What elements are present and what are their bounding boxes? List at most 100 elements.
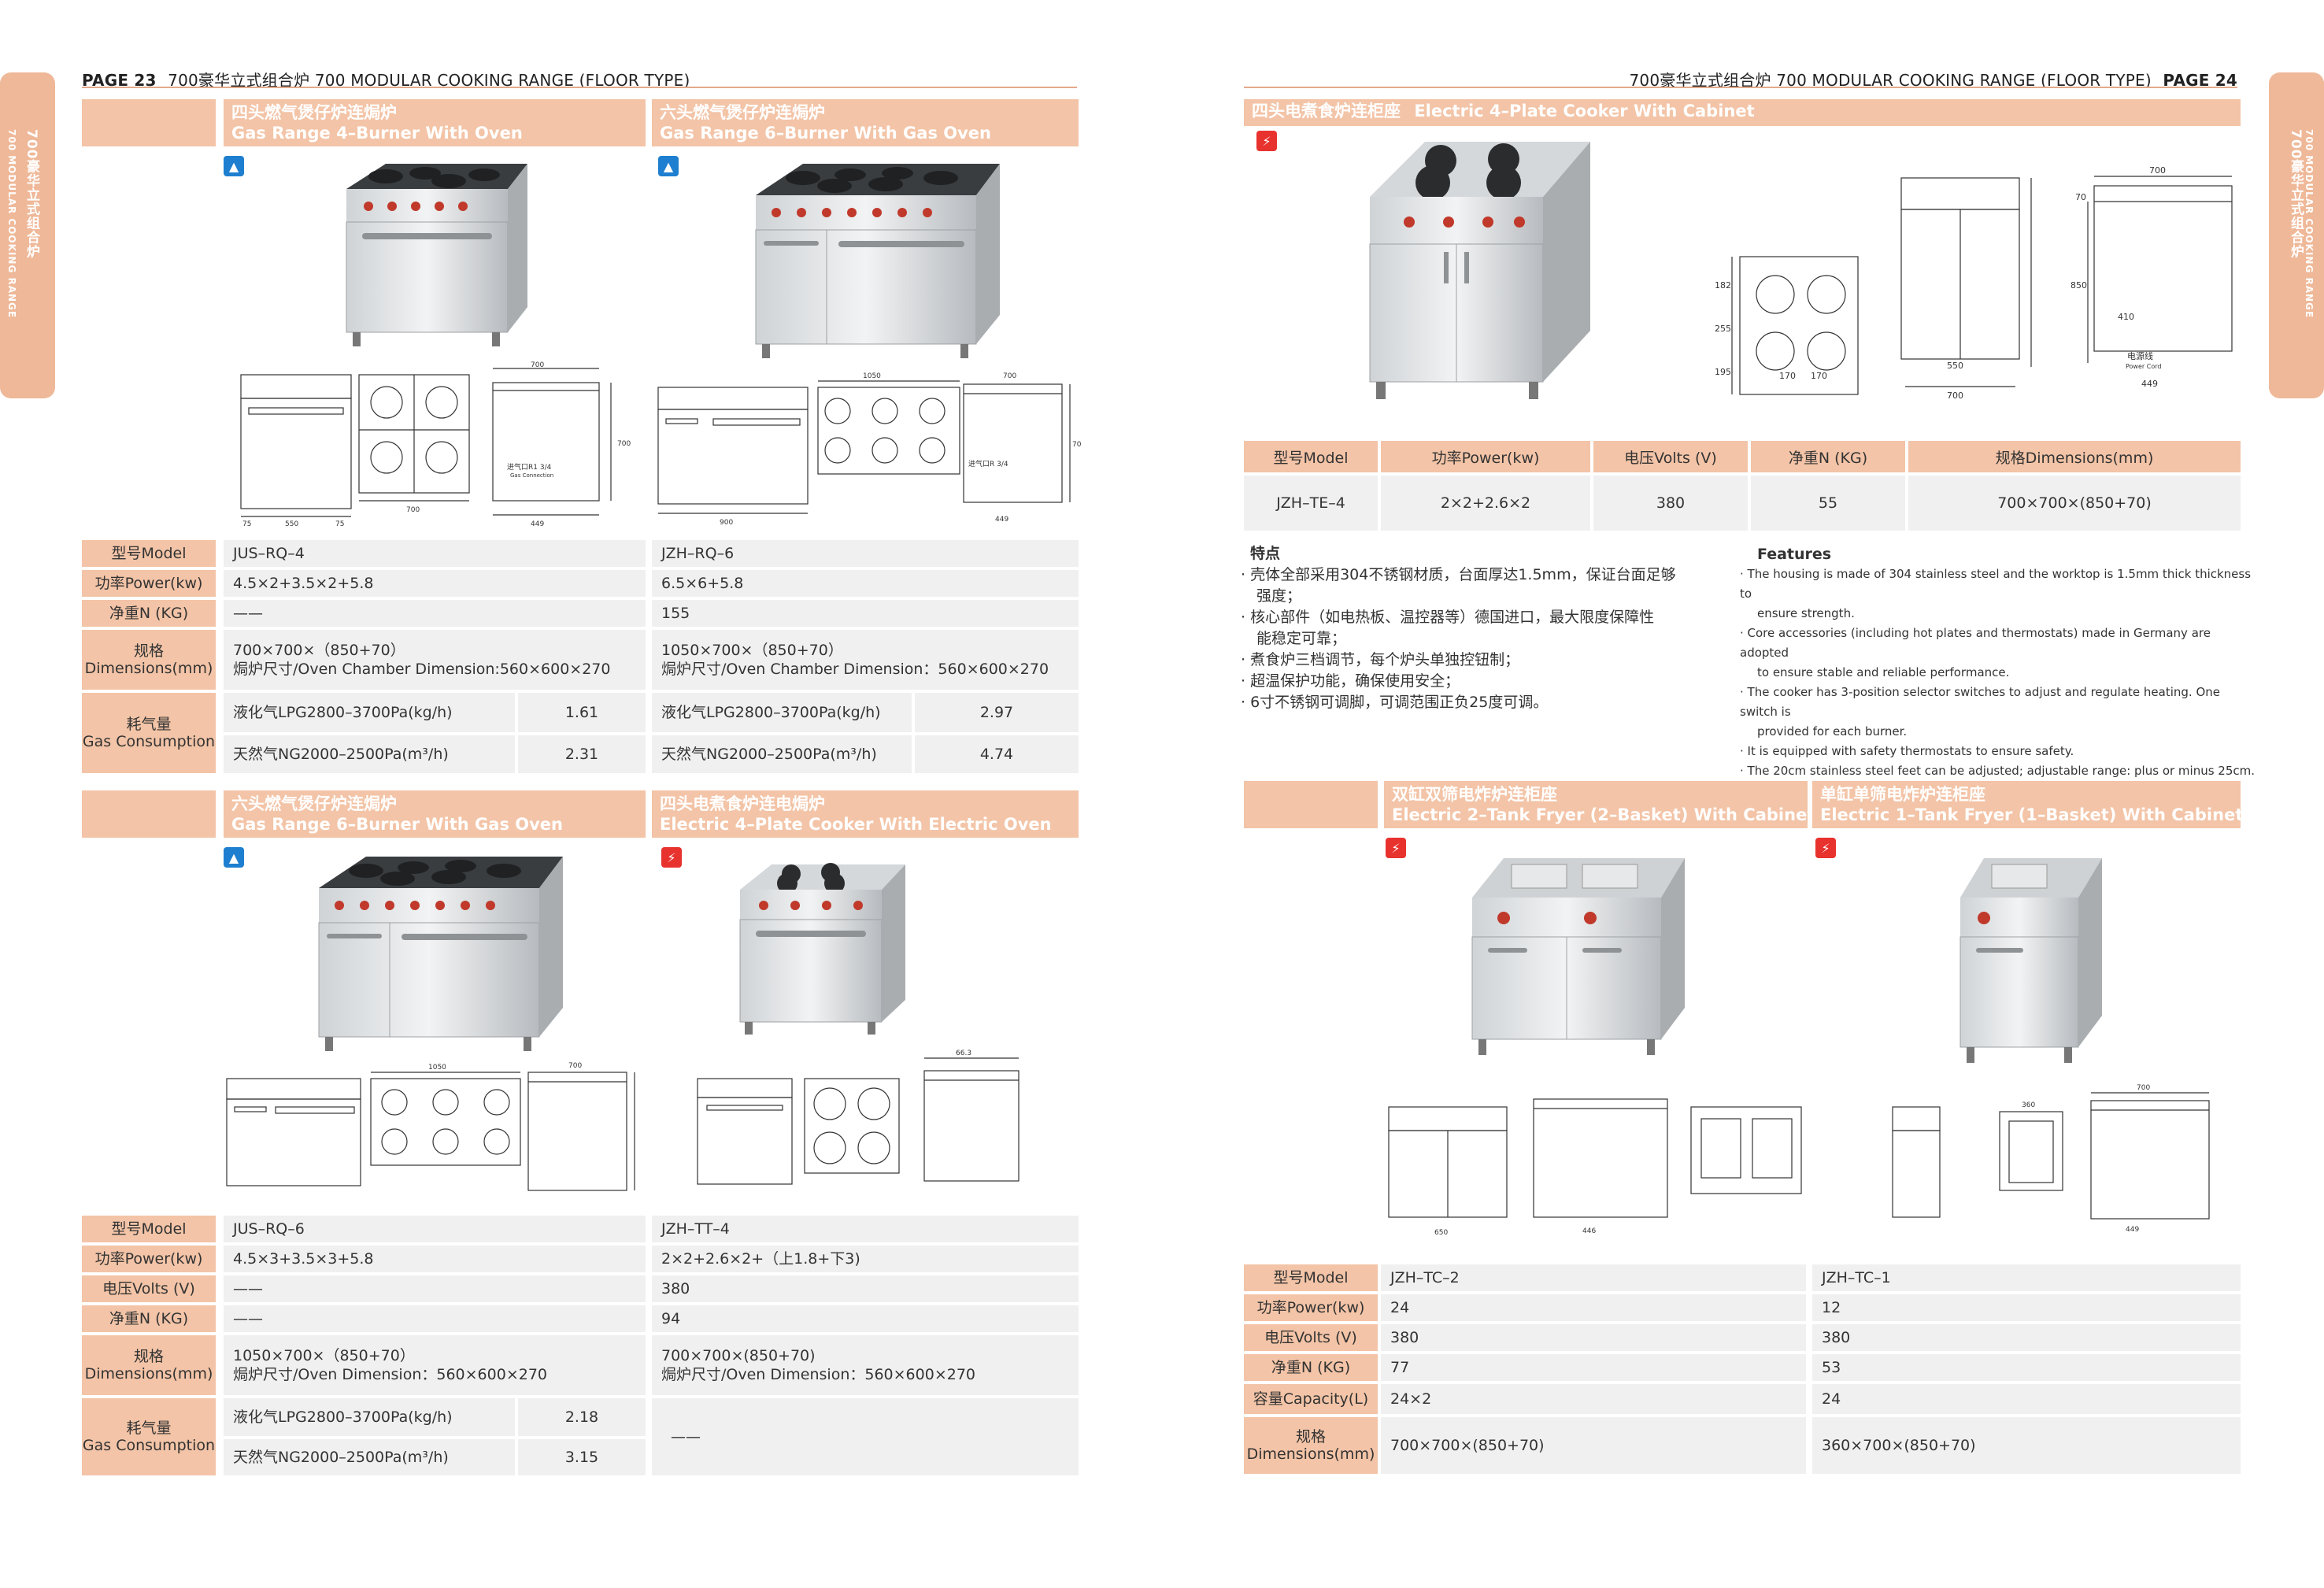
section4-blank-bar xyxy=(1244,781,1378,828)
gas-flame-icon: ▲ xyxy=(658,156,679,176)
d1-dim-w: 700 xyxy=(531,361,544,369)
t3-head-dimensions: 规格Dimensions(mm) xyxy=(1908,441,2241,472)
left-side-tab-en: 700 MODULAR COOKING RANGE xyxy=(6,129,17,319)
product6-title-bar: 双缸双筛电炸炉连柜座 Electric 2–Tank Fryer (2–Bask… xyxy=(1384,781,1815,828)
electric-bolt-icon: ⚡ xyxy=(661,847,682,868)
t3-model: JZH–TE–4 xyxy=(1244,476,1378,531)
d3-dim-w: 1050 xyxy=(428,1064,446,1072)
left-header-rule xyxy=(82,87,1077,88)
t1a-lpg: 液化气LPG2800–3700Pa(kg/h) xyxy=(224,693,515,732)
d7-dim-w: 360 xyxy=(2022,1101,2035,1109)
product7-technical-drawing: 360 700 449 xyxy=(1892,1084,2210,1234)
t3-head-volts: 电压Volts (V) xyxy=(1593,441,1748,472)
t1b-weight: 155 xyxy=(652,600,1079,627)
right-side-tab-cn: 700豪华立式组合炉 xyxy=(2288,129,2304,259)
product5-technical-drawing: 700 182 255 195 170 170 550 700 70 850 4… xyxy=(1715,165,2233,401)
product7-title-bar: 单缸单筛电炸炉连柜座 Electric 1–Tank Fryer (1–Bask… xyxy=(1812,781,2243,828)
t2a-ng: 天然气NG2000–2500Pa(m³/h) xyxy=(224,1439,515,1475)
t2a-volts: —— xyxy=(224,1275,646,1302)
t3-dimensions: 700×700×(850+70) xyxy=(1908,476,2241,531)
t2b-model: JZH–TT–4 xyxy=(652,1216,1079,1242)
t3-head-weight: 净重N (KG) xyxy=(1751,441,1905,472)
d4-dim-w: 66.3 xyxy=(956,1049,971,1057)
t4a-volts: 380 xyxy=(1381,1324,1806,1351)
electric-2-tank-fryer-image xyxy=(1471,858,1685,1055)
feature-en-line: ensure strength. xyxy=(1757,606,1855,620)
product4-title-en: Electric 4–Plate Cooker With Electric Ov… xyxy=(660,815,1052,834)
t4-label-capacity: 容量Capacity(L) xyxy=(1244,1384,1378,1414)
d5-dim-t: 70 xyxy=(2075,192,2086,202)
t1-label-power: 功率Power(kw) xyxy=(82,570,216,597)
gas-range-6-burner-image-2 xyxy=(318,857,563,1051)
d2-dim-h: 700 xyxy=(1072,441,1082,449)
product2-title-cn: 六头燃气煲仔炉连焗炉 xyxy=(660,103,825,122)
t4-label-power: 功率Power(kw) xyxy=(1244,1294,1378,1321)
product1-technical-drawing: 700 700 75 550 75 700 449 进气口R1 3/4 Gas … xyxy=(240,361,631,528)
feature-en-line: · Core accessories (including hot plates… xyxy=(1740,626,2211,660)
t3-head-model: 型号Model xyxy=(1244,441,1378,472)
t1a-ng-value: 2.31 xyxy=(518,735,646,773)
d5-dim-h: 850 xyxy=(2071,280,2087,291)
feature-en-line: to ensure stable and reliable performanc… xyxy=(1757,665,2010,679)
t4a-weight: 77 xyxy=(1381,1354,1806,1381)
d6-dim-d: 446 xyxy=(1582,1227,1596,1235)
t4b-volts: 380 xyxy=(1812,1324,2241,1351)
electric-bolt-icon: ⚡ xyxy=(1815,838,1836,858)
electric-4-plate-oven-image xyxy=(739,863,905,1035)
t4-label-model: 型号Model xyxy=(1244,1264,1378,1291)
section1-blank-bar xyxy=(82,99,216,146)
feature-cn-line: · 壳体全部采用304不锈钢材质，台面厚达1.5mm，保证台面足够 xyxy=(1241,566,1676,583)
t2b-dimensions: 700×700×(850+70)焗炉尺寸/Oven Dimension：560×… xyxy=(652,1335,1079,1395)
t2a-power: 4.5×3+3.5×3+5.8 xyxy=(224,1246,646,1272)
d5-dim-s: 410 xyxy=(2118,312,2134,322)
t1a-dimensions: 700×700×（850+70）焗炉尺寸/Oven Chamber Dimens… xyxy=(224,630,646,690)
section2-blank-bar xyxy=(82,790,216,838)
features-cn: 特点 · 壳体全部采用304不锈钢材质，台面厚达1.5mm，保证台面足够 强度；… xyxy=(1241,543,1713,713)
t4b-weight: 53 xyxy=(1812,1354,2241,1381)
d5-dim-w: 700 xyxy=(2149,165,2166,176)
product1-title-en: Gas Range 4–Burner With Oven xyxy=(231,124,523,143)
t2-label-power: 功率Power(kw) xyxy=(82,1246,216,1272)
t1b-lpg: 液化气LPG2800–3700Pa(kg/h) xyxy=(652,693,912,732)
right-side-tab: 700豪华立式组合炉 700 MODULAR COOKING RANGE xyxy=(2269,72,2324,398)
product6-title-cn: 双缸双筛电炸炉连柜座 xyxy=(1392,785,1557,804)
t2a-lpg: 液化气LPG2800–3700Pa(kg/h) xyxy=(224,1398,515,1436)
d1-dim-b3: 75 xyxy=(335,520,344,528)
t4a-capacity: 24×2 xyxy=(1381,1384,1806,1414)
electric-bolt-icon: ⚡ xyxy=(1256,131,1277,151)
left-side-tab-cn: 700豪华立式组合炉 xyxy=(24,129,39,259)
product5-title-en: Electric 4–Plate Cooker With Cabinet xyxy=(1414,102,1755,120)
feature-cn-line: · 煮食炉三档调节，每个炉头单独控钮制； xyxy=(1241,651,1520,668)
product4-title-cn: 四头电煮食炉连电焗炉 xyxy=(660,794,825,813)
features-en: Features · The housing is made of 304 st… xyxy=(1740,545,2259,781)
t2a-dimensions: 1050×700×（850+70）焗炉尺寸/Oven Dimension：560… xyxy=(224,1335,646,1395)
d5-dim-f1: 550 xyxy=(1947,361,1963,371)
d5-power-cord: 电源线 xyxy=(2127,350,2153,361)
electric-4-plate-cabinet-image xyxy=(1369,142,1590,399)
product4-title-bar: 四头电煮食炉连电焗炉 Electric 4–Plate Cooker With … xyxy=(652,790,1079,838)
left-side-tab: 700豪华立式组合炉 700 MODULAR COOKING RANGE xyxy=(0,72,55,398)
t4b-capacity: 24 xyxy=(1812,1384,2241,1414)
product2-technical-drawing: 1050 700 900 700 449 进气口R 3/4 xyxy=(657,372,1082,527)
t1b-lpg-value: 2.97 xyxy=(915,693,1079,732)
t4a-model: JZH–TC–2 xyxy=(1381,1264,1806,1291)
gas-range-6-burner-image xyxy=(755,164,1000,358)
product3-title-en: Gas Range 6–Burner With Gas Oven xyxy=(231,815,563,834)
t3-weight: 55 xyxy=(1751,476,1905,531)
feature-en-line: provided for each burner. xyxy=(1757,724,1908,738)
feature-cn-line: 强度； xyxy=(1256,587,1302,605)
t2-label-model: 型号Model xyxy=(82,1216,216,1242)
product4-technical-drawing: 66.3 xyxy=(697,1049,1020,1185)
t1b-ng-value: 4.74 xyxy=(915,735,1079,773)
right-header-rule xyxy=(1244,87,2237,88)
d6-dim-w: 650 xyxy=(1434,1229,1448,1237)
d2-gas-label: 进气口R 3/4 xyxy=(968,459,1008,468)
d5-dim-h2: 255 xyxy=(1715,324,1731,334)
feature-cn-line: · 核心部件（如电热板、温控器等）德国进口，最大限度保障性 xyxy=(1241,609,1655,626)
d3-dim-w2: 700 xyxy=(568,1062,582,1070)
t4b-dimensions: 360×700×(850+70) xyxy=(1812,1417,2241,1474)
